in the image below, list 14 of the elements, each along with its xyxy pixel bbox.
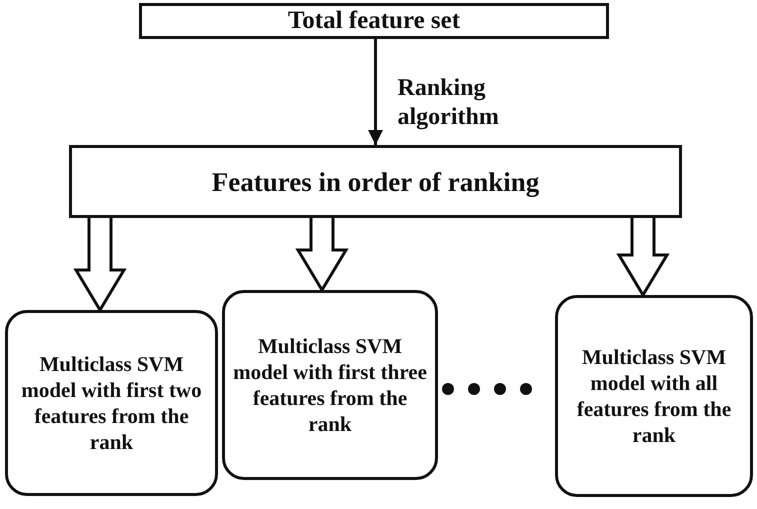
model-box [5, 310, 218, 496]
box-text: Multiclass SVM model with first three features from the rank [233, 333, 427, 437]
model-box [555, 295, 753, 497]
process-box [69, 145, 682, 218]
box-text: Multiclass SVM model with first two features from the rank [20, 351, 203, 455]
block-arrow [295, 216, 349, 293]
box-text: Total feature set [288, 6, 460, 36]
model-box [222, 290, 438, 480]
box-text: Features in order of ranking [212, 166, 540, 198]
process-box [139, 3, 609, 39]
arrow [368, 39, 383, 145]
block-arrow [616, 216, 670, 298]
box-text: Multiclass SVM model with all features from the rank [576, 344, 732, 448]
block-arrow [73, 216, 127, 313]
